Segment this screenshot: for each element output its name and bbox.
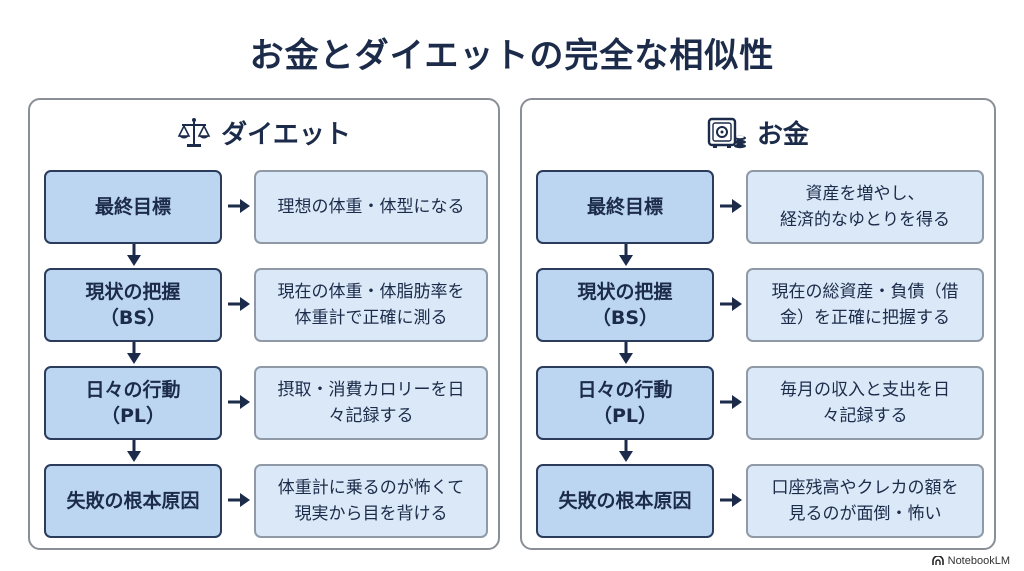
money-step-box: 日々の行動 （PL） — [536, 366, 714, 440]
money-panel: お金 最終目標 資産を増やし、 経済的なゆとりを得る 現状の把握 （BS） 現在… — [520, 98, 996, 550]
right-arrow-icon — [228, 493, 250, 507]
right-arrow-icon — [720, 493, 742, 507]
desc-line: 見るのが面倒・怖い — [788, 504, 942, 524]
money-row-cause: 失敗の根本原因 口座残高やクレカの額を 見るのが面倒・怖い — [522, 464, 994, 542]
money-panel-title: お金 — [756, 120, 809, 150]
desc-line: 資産を増やし、 — [805, 184, 925, 204]
right-arrow-icon — [720, 297, 742, 311]
money-row-bs: 現状の把握 （BS） 現在の総資産・負債（借 金）を正確に把握する — [522, 268, 994, 364]
step-label: 最終目標 — [94, 196, 171, 218]
step-label: 最終目標 — [586, 196, 663, 218]
step-sublabel: （PL） — [592, 405, 658, 427]
down-arrow-icon — [619, 440, 633, 462]
step-sublabel: （PL） — [100, 405, 166, 427]
diet-step-box: 最終目標 — [44, 170, 222, 244]
right-arrow-icon — [228, 297, 250, 311]
diet-row-bs: 現状の把握 （BS） 現在の体重・体脂肪率を 体重計で正確に測る — [30, 268, 498, 364]
page-title: お金とダイエットの完全な相似性 — [249, 36, 775, 76]
down-arrow-icon — [619, 342, 633, 364]
desc-line: 体重計に乗るのが怖くて — [277, 478, 465, 498]
desc-line: 金）を正確に把握する — [780, 308, 950, 328]
diet-row-goal: 最終目標 理想の体重・体型になる — [30, 170, 498, 266]
diet-panel: ダイエット 最終目標 理想の体重・体型になる 現状の把握 （BS） 現在の体重・… — [28, 98, 500, 550]
desc-line: 毎月の収入と支出を日 — [780, 380, 950, 400]
desc-line: 現実から目を背ける — [294, 504, 448, 524]
badge-label: NotebookLM — [947, 555, 1010, 567]
step-label: 失敗の根本原因 — [66, 490, 200, 512]
diet-desc-box: 理想の体重・体型になる — [254, 170, 488, 244]
diet-step-box: 日々の行動 （PL） — [44, 366, 222, 440]
down-arrow-icon — [619, 244, 633, 266]
right-arrow-icon — [720, 199, 742, 213]
diet-step-box: 失敗の根本原因 — [44, 464, 222, 538]
right-arrow-icon — [720, 395, 742, 409]
desc-line: 摂取・消費カロリーを日 — [277, 380, 465, 400]
safe-icon — [707, 116, 747, 150]
right-arrow-icon — [228, 395, 250, 409]
desc-line: 経済的なゆとりを得る — [780, 210, 950, 230]
money-step-box: 最終目標 — [536, 170, 714, 244]
money-desc-box: 口座残高やクレカの額を 見るのが面倒・怖い — [746, 464, 984, 538]
step-label: 現状の把握 — [85, 281, 181, 303]
step-sublabel: （BS） — [591, 307, 659, 329]
desc-line: 口座残高やクレカの額を — [771, 478, 959, 498]
desc-line: 々記録する — [822, 406, 908, 426]
down-arrow-icon — [127, 342, 141, 364]
notebooklm-logo-icon — [931, 556, 944, 565]
step-sublabel: （BS） — [99, 307, 167, 329]
step-label: 日々の行動 — [85, 379, 181, 401]
desc-line: 々記録する — [328, 406, 414, 426]
money-desc-box: 現在の総資産・負債（借 金）を正確に把握する — [746, 268, 984, 342]
diet-row-cause: 失敗の根本原因 体重計に乗るのが怖くて 現実から目を背ける — [30, 464, 498, 542]
diet-desc-box: 現在の体重・体脂肪率を 体重計で正確に測る — [254, 268, 488, 342]
step-label: 失敗の根本原因 — [558, 490, 692, 512]
desc-line: 現在の体重・体脂肪率を — [277, 282, 465, 302]
diet-row-pl: 日々の行動 （PL） 摂取・消費カロリーを日 々記録する — [30, 366, 498, 462]
desc-line: 理想の体重・体型になる — [277, 197, 465, 217]
money-desc-box: 資産を増やし、 経済的なゆとりを得る — [746, 170, 984, 244]
scale-icon — [177, 116, 211, 150]
down-arrow-icon — [127, 440, 141, 462]
step-label: 日々の行動 — [577, 379, 673, 401]
step-label: 現状の把握 — [577, 281, 673, 303]
notebooklm-badge: NotebookLM — [931, 555, 1010, 567]
money-row-goal: 最終目標 資産を増やし、 経済的なゆとりを得る — [522, 170, 994, 266]
down-arrow-icon — [127, 244, 141, 266]
diet-desc-box: 摂取・消費カロリーを日 々記録する — [254, 366, 488, 440]
diet-desc-box: 体重計に乗るのが怖くて 現実から目を背ける — [254, 464, 488, 538]
diet-step-box: 現状の把握 （BS） — [44, 268, 222, 342]
right-arrow-icon — [228, 199, 250, 213]
money-step-box: 現状の把握 （BS） — [536, 268, 714, 342]
money-row-pl: 日々の行動 （PL） 毎月の収入と支出を日 々記録する — [522, 366, 994, 462]
money-panel-header: お金 — [522, 114, 994, 151]
money-desc-box: 毎月の収入と支出を日 々記録する — [746, 366, 984, 440]
money-step-box: 失敗の根本原因 — [536, 464, 714, 538]
diet-panel-header: ダイエット — [30, 114, 498, 151]
desc-line: 体重計で正確に測る — [294, 308, 448, 328]
diet-panel-title: ダイエット — [221, 120, 351, 150]
desc-line: 現在の総資産・負債（借 — [771, 282, 959, 302]
